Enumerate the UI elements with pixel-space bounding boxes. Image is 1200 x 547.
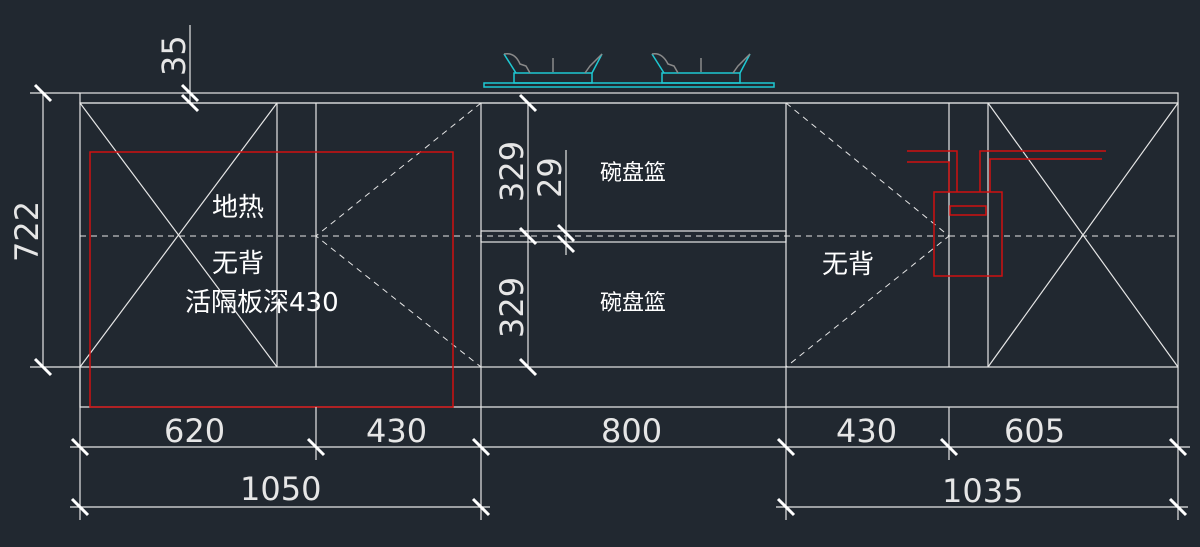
dim-top-thickness: 35 (155, 35, 193, 76)
dim-w3: 800 (601, 412, 662, 450)
countertop (79, 92, 1179, 104)
dim-w1: 620 (164, 412, 225, 450)
cabinet-body (79, 102, 1179, 408)
dim-upper-basket: 329 (493, 141, 531, 202)
label-movable-shelf: 活隔板深430 (185, 288, 339, 318)
label-basket-top: 碗盘篮 (600, 161, 666, 186)
label-no-back-left: 无背 (212, 249, 264, 279)
floor-heating-outline (89, 151, 454, 408)
dim-w4: 430 (836, 412, 897, 450)
dim-shelf-gap: 29 (531, 157, 569, 198)
label-floor-heating: 地热 (212, 193, 264, 223)
gas-stove-icon (483, 52, 775, 88)
water-heater-icon (907, 150, 1106, 277)
dimension-lines (30, 25, 1190, 520)
dim-sum-left: 1050 (240, 470, 321, 508)
dim-sum-right: 1035 (942, 472, 1023, 510)
dim-lower-basket: 329 (493, 277, 531, 338)
label-basket-bottom: 碗盘篮 (600, 291, 666, 316)
label-no-back-right: 无背 (822, 250, 874, 280)
dim-height-total: 722 (8, 201, 46, 262)
dim-w2: 430 (366, 412, 427, 450)
dim-w5: 605 (1004, 412, 1065, 450)
